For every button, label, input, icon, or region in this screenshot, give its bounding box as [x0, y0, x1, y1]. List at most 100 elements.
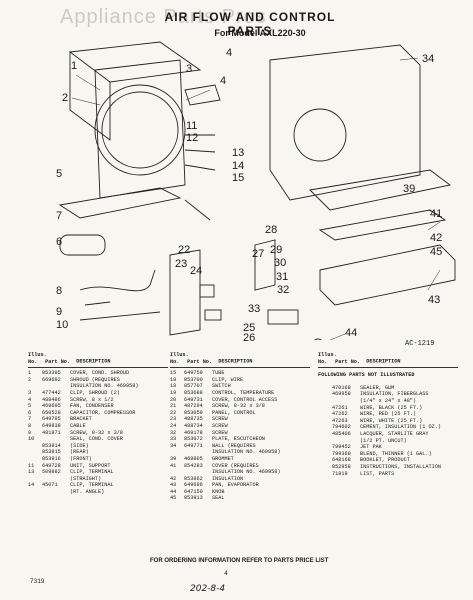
part-no: 47261 [332, 404, 348, 411]
illus-no: 14 [28, 482, 35, 489]
part-no: 477442 [42, 389, 61, 396]
control-panel [169, 249, 201, 336]
part-no: 853915 [42, 449, 61, 456]
page-number: 4 [224, 570, 228, 577]
part-description: (STRAIGHT) [70, 475, 102, 482]
part-no: 853700 [184, 376, 203, 383]
part-description: TUBE [212, 370, 225, 377]
illus-no-header: Illus. No. [170, 352, 189, 365]
illus-no: 10 [28, 436, 35, 443]
part-no: 509882 [42, 469, 61, 476]
switch [204, 309, 222, 321]
part-no: 647150 [184, 488, 203, 495]
part-description: CLIP, SHROUD (2) [70, 389, 120, 396]
illus-no: 32 [170, 429, 177, 436]
part-description: PANEL, CONTROL [212, 409, 256, 416]
callout-44: 44 [345, 327, 358, 339]
callout-26: 26 [243, 332, 256, 344]
part-description: INSULATION NO. 469958) [70, 383, 139, 390]
part-description: KNOB [212, 488, 225, 495]
column-header: Illus. No. Part No. DESCRIPTION [28, 352, 168, 369]
illus-no: 3 [28, 389, 32, 396]
callout-22: 22 [178, 244, 191, 256]
part-no: 794602 [332, 424, 351, 431]
callout-23: 23 [175, 258, 188, 270]
description-header: DESCRIPTION [366, 358, 401, 365]
part-no: 47263 [332, 417, 348, 424]
illus-no: 5 [28, 403, 32, 410]
illus-no: 39 [170, 455, 177, 462]
part-row: 852958 INSTRUCTIONS, INSTALLATION [318, 464, 458, 471]
callout-4: 4 [226, 47, 233, 59]
part-description: LACQUER, STARLITE GRAY [360, 430, 429, 437]
part-no: 649759 [184, 370, 203, 377]
part-row: INSULATION NO. 469958) [170, 469, 310, 476]
illus-no: 13 [28, 469, 35, 476]
knob [313, 338, 323, 340]
callout-32: 32 [277, 284, 290, 296]
callout-5: 5 [56, 168, 63, 180]
callout-3: 3 [186, 63, 193, 75]
illus-no: 11 [28, 462, 35, 469]
callout-10: 10 [56, 319, 69, 331]
part-no: 853688 [184, 389, 203, 396]
plate-escutcheon [267, 309, 299, 325]
wall [269, 44, 421, 201]
part-no: 649795 [42, 416, 61, 423]
model-subtitle: For Model AXL220-30 [214, 28, 306, 38]
part-description: INSTRUCTIONS, INSTALLATION [360, 463, 441, 470]
part-row: (1/4" x 24" x 48") [318, 398, 458, 405]
illus-no: 21 [170, 403, 177, 410]
part-no: 469805 [184, 455, 203, 462]
illus-no: 8 [28, 422, 32, 429]
illus-no: 33 [170, 436, 177, 443]
part-description: UNIT, SUPPORT [70, 462, 111, 469]
part-row: 39 469805 GROMMET [170, 456, 310, 463]
part-no: 649838 [42, 422, 61, 429]
callout-28: 28 [265, 224, 278, 236]
part-description: SCREW, 8 x 1/2 [70, 396, 114, 403]
part-no: 852958 [332, 463, 351, 470]
ordering-notice: FOR ORDERING INFORMATION REFER TO PARTS … [150, 558, 329, 564]
part-no: 854283 [184, 462, 203, 469]
illus-no: 23 [170, 416, 177, 423]
callout-30: 30 [274, 257, 287, 269]
callout-24: 24 [190, 265, 203, 277]
illus-no: 19 [170, 389, 177, 396]
part-description: INSULATION, FIBERGLASS [360, 391, 429, 398]
part-no: 469695 [42, 403, 61, 410]
part-no: 853072 [184, 436, 203, 443]
part-description: SCREW [212, 429, 228, 436]
control-temperature [199, 284, 215, 298]
exploded-parts-diagram [58, 41, 456, 340]
callout-14: 14 [232, 160, 245, 172]
part-no: 857707 [184, 383, 203, 390]
part-description: GROMMET [212, 455, 234, 462]
part-description: CEMENT, INSULATION (1 OZ.) [360, 424, 441, 431]
illus-no: 45 [170, 495, 177, 502]
callout-4b: 4 [220, 75, 227, 87]
part-no-header: Part No. [45, 358, 71, 365]
part-no: 487294 [184, 403, 203, 410]
part-no: 481871 [42, 429, 61, 436]
part-description: SWITCH [212, 383, 231, 390]
part-no: 649731 [184, 396, 203, 403]
cover [309, 169, 452, 211]
part-description: WIRE, RED (25 FT.) [360, 411, 417, 418]
part-description: COVER, CONTROL ACCESS [212, 396, 278, 403]
part-no: 649771 [184, 442, 203, 449]
